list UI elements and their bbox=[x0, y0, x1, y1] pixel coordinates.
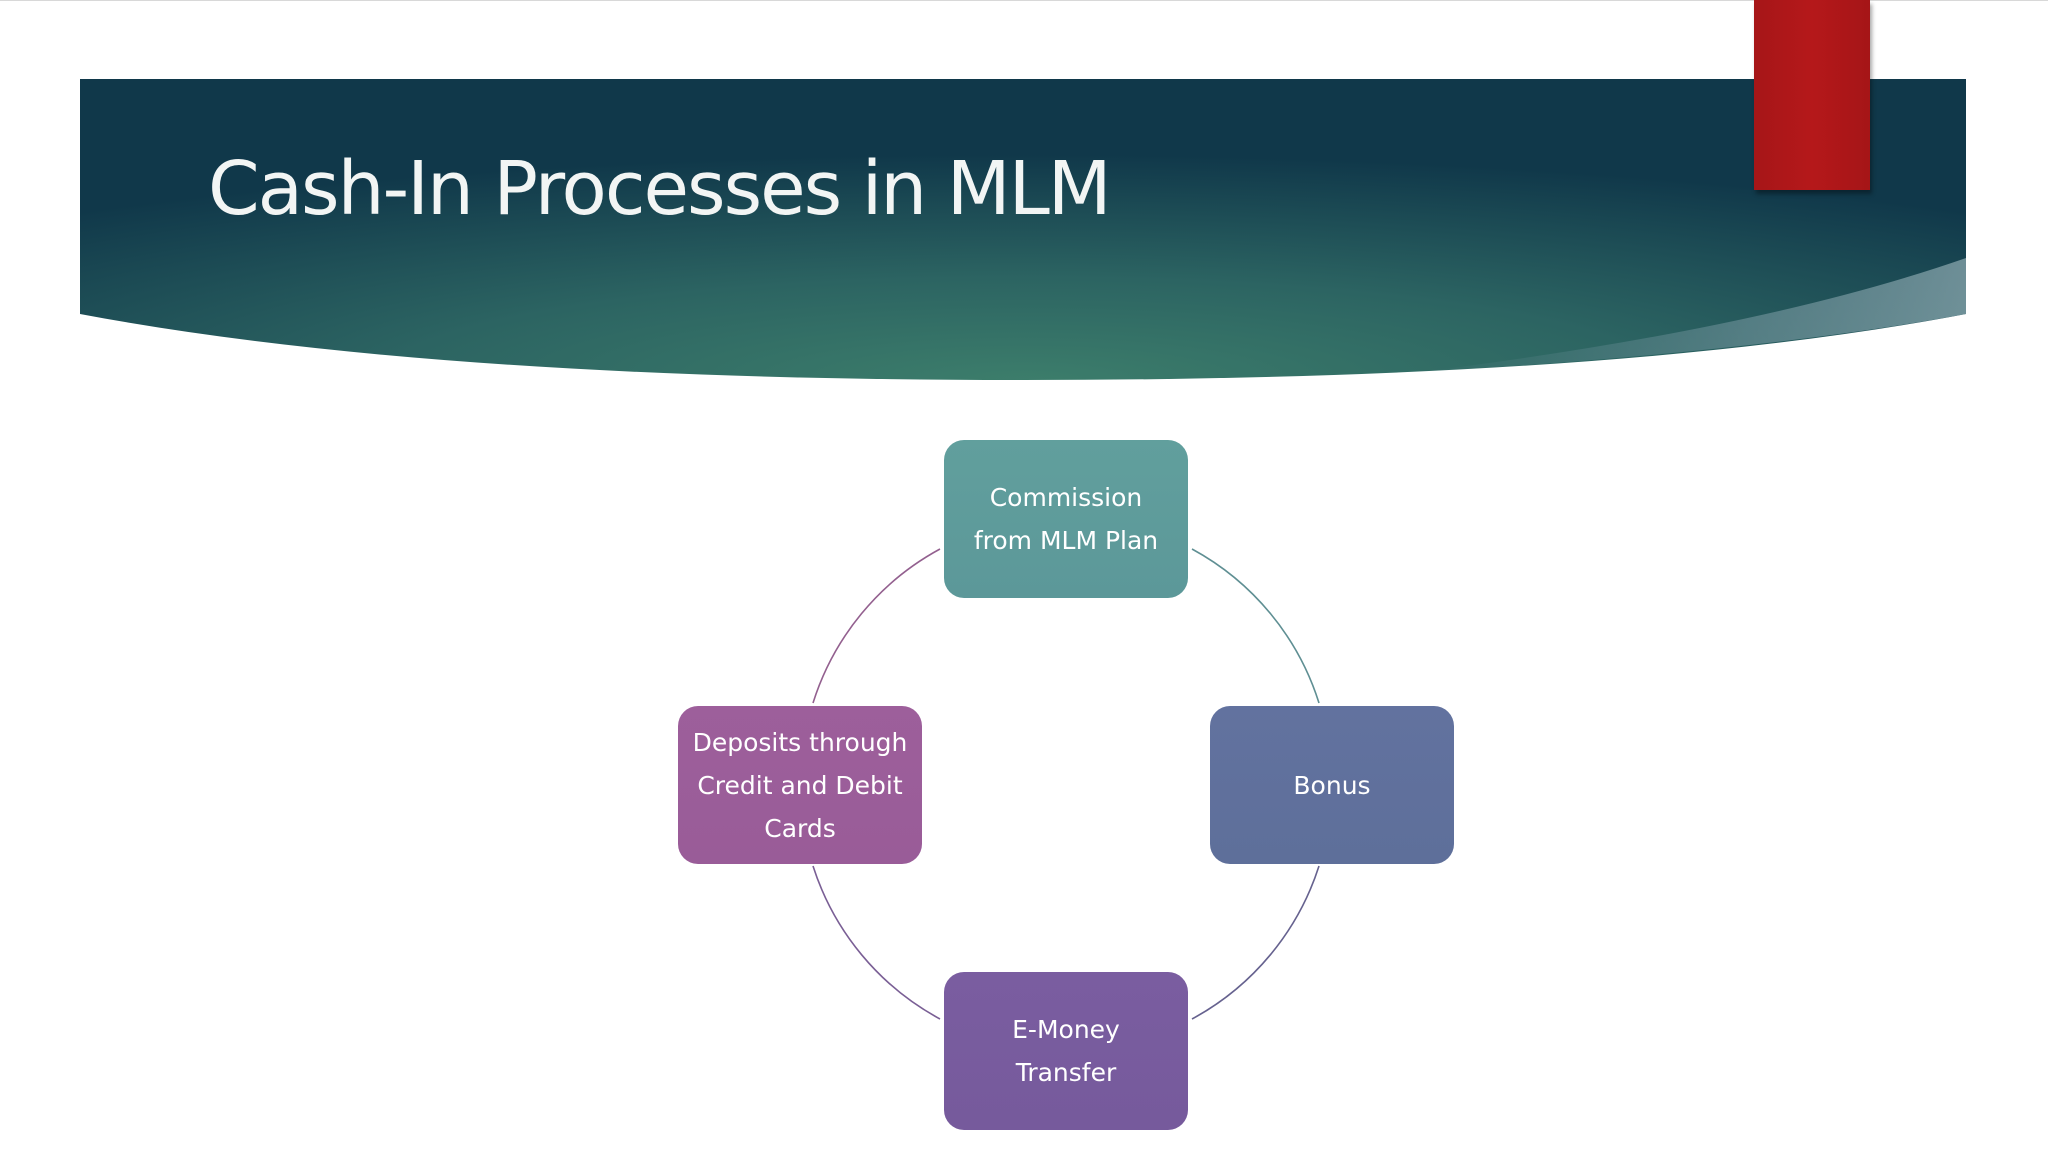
node-label: Bonus bbox=[1293, 770, 1371, 800]
connector-deposits-commission bbox=[812, 548, 941, 704]
node-label: Commission from MLM Plan bbox=[973, 483, 1159, 555]
top-rule bbox=[0, 0, 2048, 1]
slide-title: Cash-In Processes in MLM bbox=[208, 146, 1112, 232]
red-bookmark-accent bbox=[1754, 0, 1870, 190]
banner-shape bbox=[80, 79, 1966, 380]
node-label: Deposits through Credit and Debit Cards bbox=[692, 727, 908, 843]
connector-emoney-deposits bbox=[812, 865, 941, 1020]
connector-bonus-emoney bbox=[1191, 865, 1320, 1020]
node-commission: Commission from MLM Plan bbox=[944, 440, 1188, 598]
node-bonus: Bonus bbox=[1210, 706, 1454, 864]
node-emoney: E-Money Transfer bbox=[944, 972, 1188, 1130]
node-label: E-Money Transfer bbox=[1012, 1015, 1120, 1087]
node-deposits: Deposits through Credit and Debit Cards bbox=[678, 706, 922, 864]
banner-swoosh bbox=[1420, 258, 1966, 372]
title-banner bbox=[80, 79, 1966, 380]
connector-commission-bonus bbox=[1191, 548, 1320, 704]
